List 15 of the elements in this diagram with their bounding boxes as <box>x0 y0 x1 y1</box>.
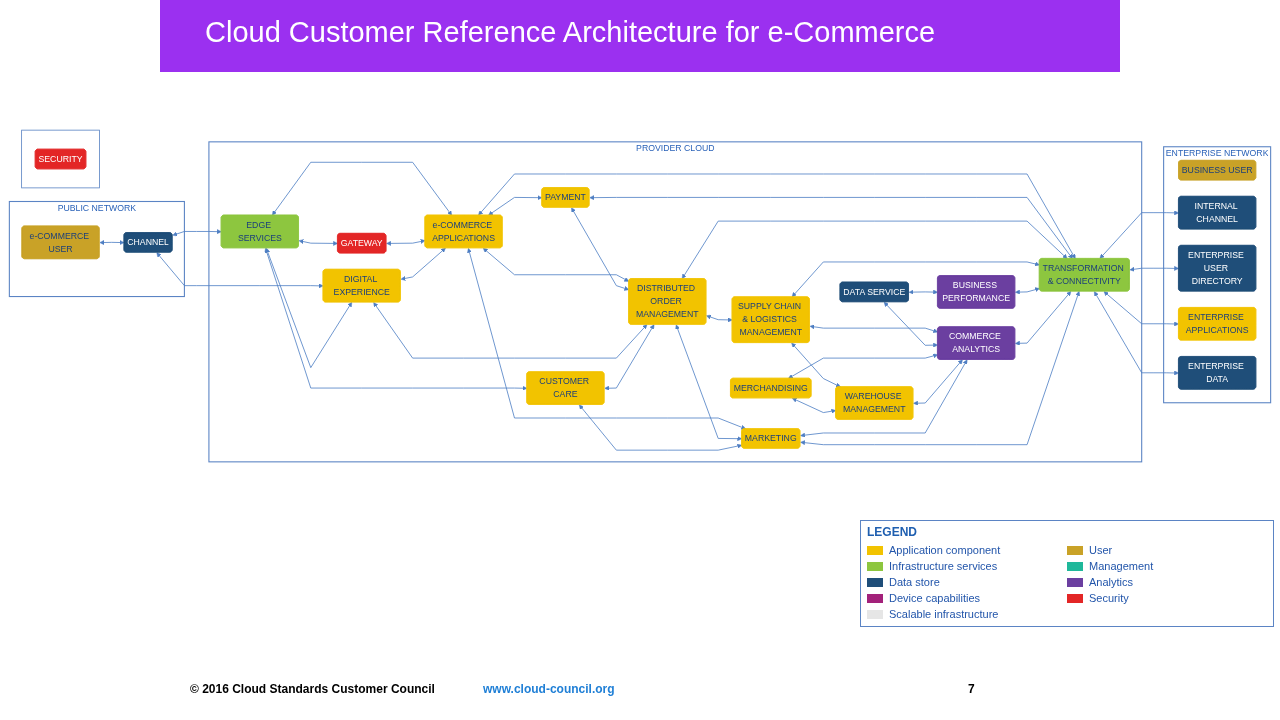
legend-label: Device capabilities <box>889 592 981 604</box>
legend-label: Scalable infrastructure <box>889 608 999 620</box>
legend-label: Management <box>1089 560 1154 572</box>
page-number: 7 <box>968 682 975 696</box>
legend-label: Analytics <box>1089 576 1134 588</box>
cluster <box>21 129 100 189</box>
website-link: www.cloud-council.org <box>483 682 615 696</box>
legend-label: Data store <box>889 576 940 588</box>
legend-heading: LEGEND <box>867 525 918 539</box>
legend-label: Infrastructure services <box>889 560 998 572</box>
legend-label: Security <box>1089 592 1129 604</box>
title: Cloud Customer Reference Architecture for e-Commerce <box>205 16 936 49</box>
legend-label: Application component <box>889 544 1001 556</box>
legend-label: User <box>1089 544 1113 556</box>
copyright-note: © 2016 Cloud Standards Customer Council <box>190 682 435 696</box>
